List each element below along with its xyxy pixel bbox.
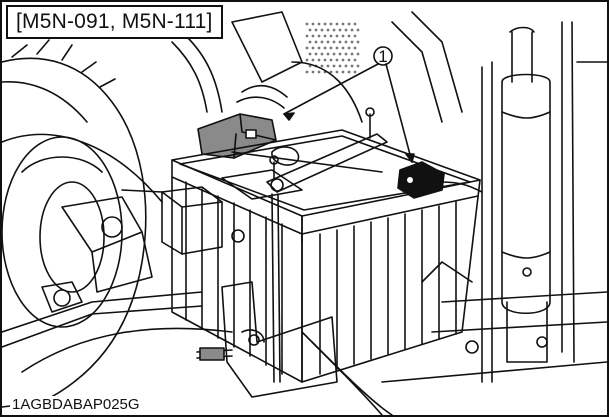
perforation-hole	[317, 46, 321, 50]
perforation-hole	[311, 34, 315, 38]
upper-hoses	[171, 11, 463, 123]
perforation-hole	[350, 52, 354, 56]
callout-1: 1	[283, 46, 415, 163]
perforation-hole	[335, 34, 339, 38]
relay-box	[121, 186, 245, 255]
perforation-hole	[344, 64, 348, 68]
perforation-hole	[350, 40, 354, 44]
perforation-hole	[356, 64, 360, 68]
perforation-hole	[305, 22, 309, 26]
perforation-hole	[326, 40, 330, 44]
perforation-hole	[311, 58, 315, 62]
perforation-hole	[305, 70, 309, 74]
perforation-hole	[308, 52, 312, 56]
perforation-hole	[323, 46, 327, 50]
perforation-hole	[338, 64, 342, 68]
perforation-hole	[329, 58, 333, 62]
perforation-hole	[311, 22, 315, 26]
perforation-hole	[320, 28, 324, 32]
perforation-hole	[326, 64, 330, 68]
hub-assembly	[2, 196, 233, 373]
perforation-hole	[314, 40, 318, 44]
perforation-hole	[350, 28, 354, 32]
perforation-hole	[353, 22, 357, 26]
tire-left	[2, 39, 163, 408]
perforation-hole	[320, 52, 324, 56]
perforation-hole	[323, 58, 327, 62]
perforation-hole	[320, 40, 324, 44]
perforation-hole	[323, 34, 327, 38]
perforation-hole	[332, 64, 336, 68]
hold-down-bar	[266, 107, 388, 383]
perforation-hole	[353, 46, 357, 50]
perforation-hole	[305, 58, 309, 62]
perforation-hole	[344, 40, 348, 44]
perforation-hole	[344, 28, 348, 32]
perforation-hole	[341, 22, 345, 26]
callout-number: 1	[378, 47, 387, 66]
perforation-hole	[356, 52, 360, 56]
perforation-hole	[308, 28, 312, 32]
perforation-hole	[326, 52, 330, 56]
perforation-hole	[347, 34, 351, 38]
perforation-hole	[326, 28, 330, 32]
perforation-hole	[341, 46, 345, 50]
perforation-hole	[311, 70, 315, 74]
model-label: [M5N-091, M5N-111]	[6, 5, 223, 39]
perforation-hole	[341, 34, 345, 38]
perforation-hole	[347, 58, 351, 62]
perforation-hole	[347, 46, 351, 50]
perforation-hole	[338, 52, 342, 56]
perforation-hole	[335, 70, 339, 74]
perforation-hole	[356, 40, 360, 44]
perforation-hole	[329, 22, 333, 26]
harness-connector	[197, 113, 277, 159]
floor-details	[381, 261, 607, 383]
perforation-hole	[335, 46, 339, 50]
perforation-hole	[344, 52, 348, 56]
perforation-hole	[332, 52, 336, 56]
figure-code: 1AGBDABAP025G	[10, 396, 142, 413]
perforation-hole	[353, 70, 357, 74]
perforation-hole	[347, 22, 351, 26]
lower-bracket	[196, 281, 393, 415]
perforation-hole	[332, 28, 336, 32]
perforation-hole	[329, 46, 333, 50]
perforation-hole	[317, 34, 321, 38]
battery-terminal-positive	[397, 161, 483, 199]
perforation-hole	[338, 28, 342, 32]
perforation-hole	[311, 46, 315, 50]
perforation-hole	[305, 46, 309, 50]
perforation-hole	[308, 40, 312, 44]
perforation-hole	[341, 58, 345, 62]
battery-terminal-negative	[271, 146, 300, 166]
perforation-hole	[353, 58, 357, 62]
perforation-hole	[353, 34, 357, 38]
perforation-hole	[332, 40, 336, 44]
perforated-panel	[305, 22, 360, 74]
perforation-hole	[338, 40, 342, 44]
perforation-hole	[335, 22, 339, 26]
perforation-hole	[320, 64, 324, 68]
perforation-hole	[314, 28, 318, 32]
perforation-hole	[356, 28, 360, 32]
perforation-hole	[314, 52, 318, 56]
perforation-hole	[323, 22, 327, 26]
perforation-hole	[317, 70, 321, 74]
perforation-hole	[329, 34, 333, 38]
perforation-hole	[317, 58, 321, 62]
perforation-hole	[305, 34, 309, 38]
perforation-hole	[347, 70, 351, 74]
perforation-hole	[335, 58, 339, 62]
perforation-hole	[341, 70, 345, 74]
perforation-hole	[317, 22, 321, 26]
perforation-hole	[350, 64, 354, 68]
perforation-hole	[308, 64, 312, 68]
